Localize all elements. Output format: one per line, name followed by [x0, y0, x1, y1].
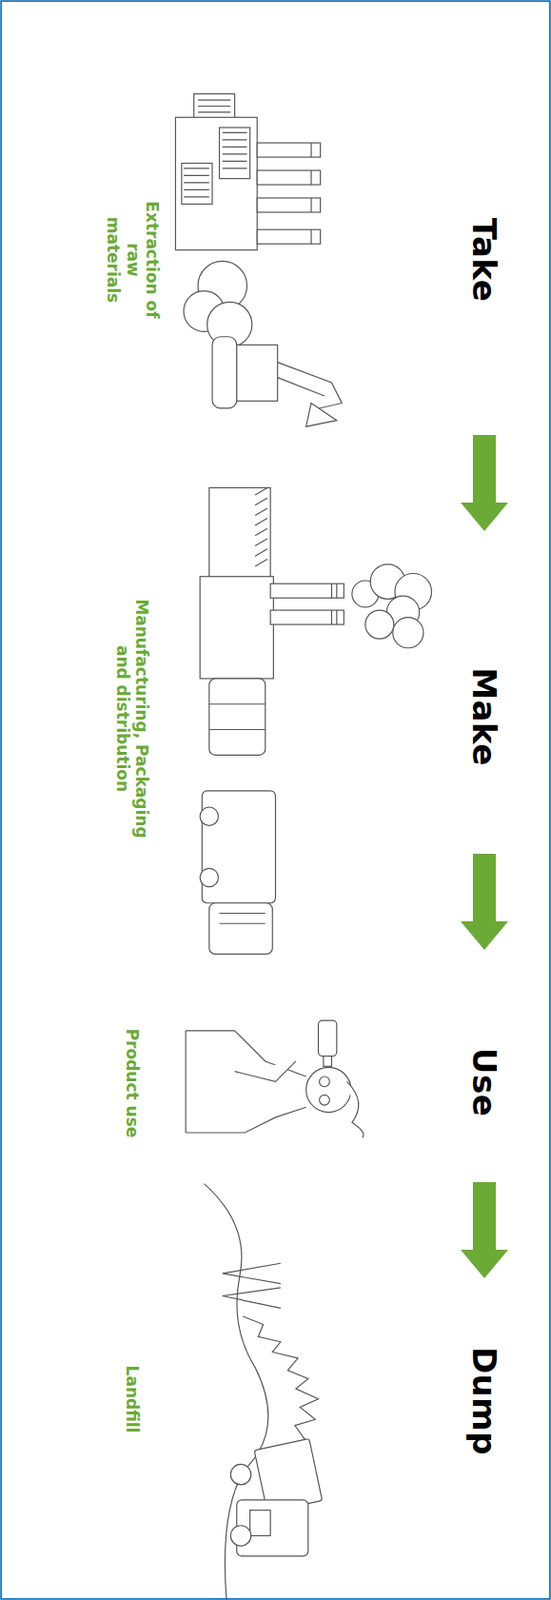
stage-title: Make — [465, 667, 504, 767]
stage-node: Use Product use — [95, 951, 519, 1181]
stage-title: Use — [465, 1047, 504, 1117]
factory-picture — [199, 487, 432, 954]
flow-arrow — [460, 1181, 509, 1279]
person-picture — [185, 1020, 364, 1138]
flow-arrow — [460, 434, 509, 532]
flow-arrow — [460, 853, 509, 950]
landfill-picture — [203, 1183, 322, 1600]
stage-node: Dump Landfill — [95, 1279, 519, 1523]
stage-node: Take Extraction of raw materials — [95, 142, 519, 433]
extraction-picture — [175, 94, 342, 427]
stage-title: Take — [465, 217, 504, 303]
stage-caption: Landfill — [122, 1341, 142, 1457]
stage-caption: Manufacturing, Packaging and distributio… — [113, 594, 153, 843]
stage-caption: Product use — [122, 1016, 142, 1150]
stage-caption: Extraction of raw materials — [102, 197, 161, 322]
stage-title: Dump — [465, 1346, 504, 1456]
stage-node: Make Manufacturing, Packaging and distrib… — [95, 532, 519, 852]
